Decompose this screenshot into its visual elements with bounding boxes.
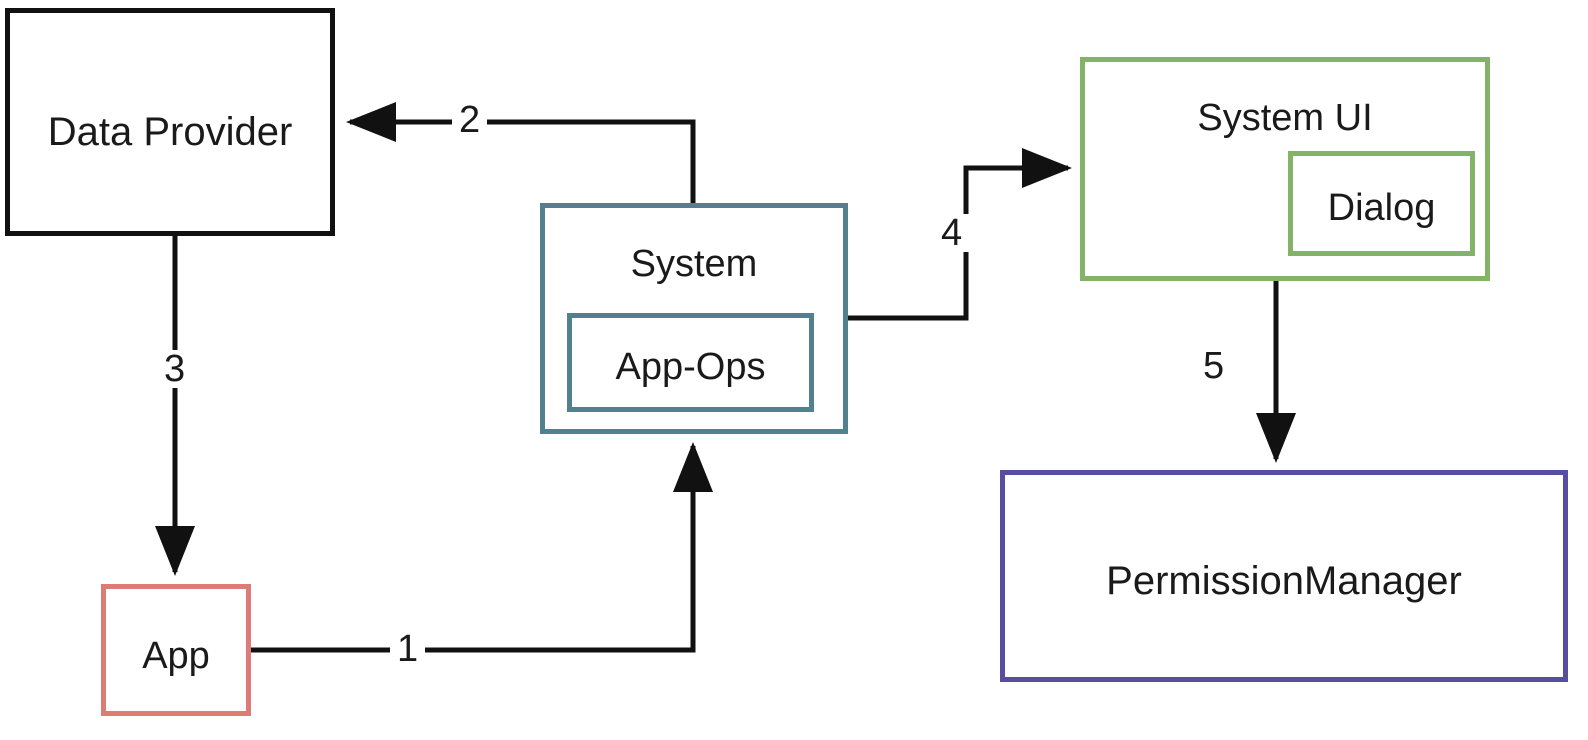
- edge-label-5: 5: [1196, 347, 1232, 385]
- edge-label-1: 1: [390, 630, 426, 668]
- edge-label-4: 4: [934, 214, 970, 252]
- node-permission-manager[interactable]: PermissionManager: [1000, 470, 1568, 682]
- node-data-provider-label: Data Provider: [47, 110, 293, 154]
- node-permission-manager-label: PermissionManager: [1106, 559, 1462, 603]
- edge-label-2: 2: [452, 101, 488, 139]
- node-data-provider[interactable]: Data Provider: [5, 8, 335, 236]
- node-dialog-label: Dialog: [1327, 187, 1436, 229]
- node-dialog[interactable]: Dialog: [1288, 151, 1475, 256]
- node-app-label: App: [142, 635, 210, 677]
- node-app-ops[interactable]: App-Ops: [567, 313, 814, 412]
- connector-1: [251, 441, 713, 653]
- node-system-label: System: [630, 243, 758, 285]
- edge-label-3: 3: [157, 350, 193, 388]
- node-app-ops-label: App-Ops: [615, 346, 766, 388]
- node-system-ui-label: System UI: [1197, 97, 1373, 139]
- node-app[interactable]: App: [101, 584, 251, 716]
- connector-2: [345, 102, 696, 203]
